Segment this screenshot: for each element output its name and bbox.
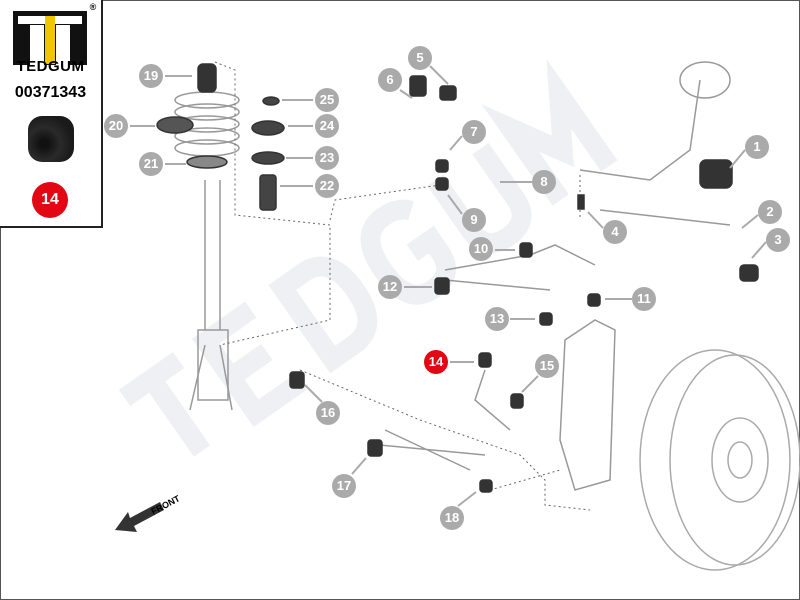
bushings	[289, 75, 759, 493]
registered-mark: ®	[89, 2, 97, 12]
callout-16: 16	[316, 401, 340, 425]
callout-9: 9	[462, 208, 486, 232]
watermark-letter-m	[481, 58, 618, 206]
callout-12: 12	[378, 275, 402, 299]
callout-8: 8	[532, 170, 556, 194]
callout-17: 17	[332, 474, 356, 498]
callout-15: 15	[535, 354, 559, 378]
callout-3: 3	[766, 228, 790, 252]
strut-assembly	[156, 63, 240, 411]
callout-21: 21	[139, 152, 163, 176]
callout-4: 4	[603, 220, 627, 244]
callout-7: 7	[462, 120, 486, 144]
callout-23: 23	[315, 146, 339, 170]
callout-2: 2	[758, 200, 782, 224]
tedgum-logo	[13, 11, 87, 65]
watermark-letter-e	[191, 301, 307, 428]
dotted-guides	[214, 61, 591, 511]
callout-6: 6	[378, 68, 402, 92]
callout-25: 25	[315, 88, 339, 112]
watermark-letter-d	[268, 256, 378, 374]
callout-10: 10	[469, 237, 493, 261]
highlight-badge: 14	[32, 182, 68, 218]
wheel	[639, 349, 800, 571]
brand-name: TEDGUM	[16, 58, 85, 75]
control-arms	[379, 61, 731, 491]
callout-arrows	[130, 65, 767, 507]
callout-20: 20	[104, 114, 128, 138]
callout-5: 5	[408, 46, 432, 70]
part-number: 00371343	[14, 84, 87, 101]
callout-18: 18	[440, 506, 464, 530]
watermark-letter-t	[118, 351, 211, 457]
front-arrow	[115, 502, 164, 532]
callout-11: 11	[632, 287, 656, 311]
callout-22: 22	[315, 174, 339, 198]
callout-19: 19	[139, 64, 163, 88]
watermark-letter-g	[360, 199, 456, 305]
callout-13: 13	[485, 307, 509, 331]
bushing-image	[28, 116, 74, 162]
callout-24: 24	[315, 114, 339, 138]
product-panel: ® TEDGUM 00371343 14	[0, 0, 103, 228]
callout-1: 1	[745, 135, 769, 159]
callout-14: 14	[424, 350, 448, 374]
top-mount-parts	[251, 96, 285, 211]
